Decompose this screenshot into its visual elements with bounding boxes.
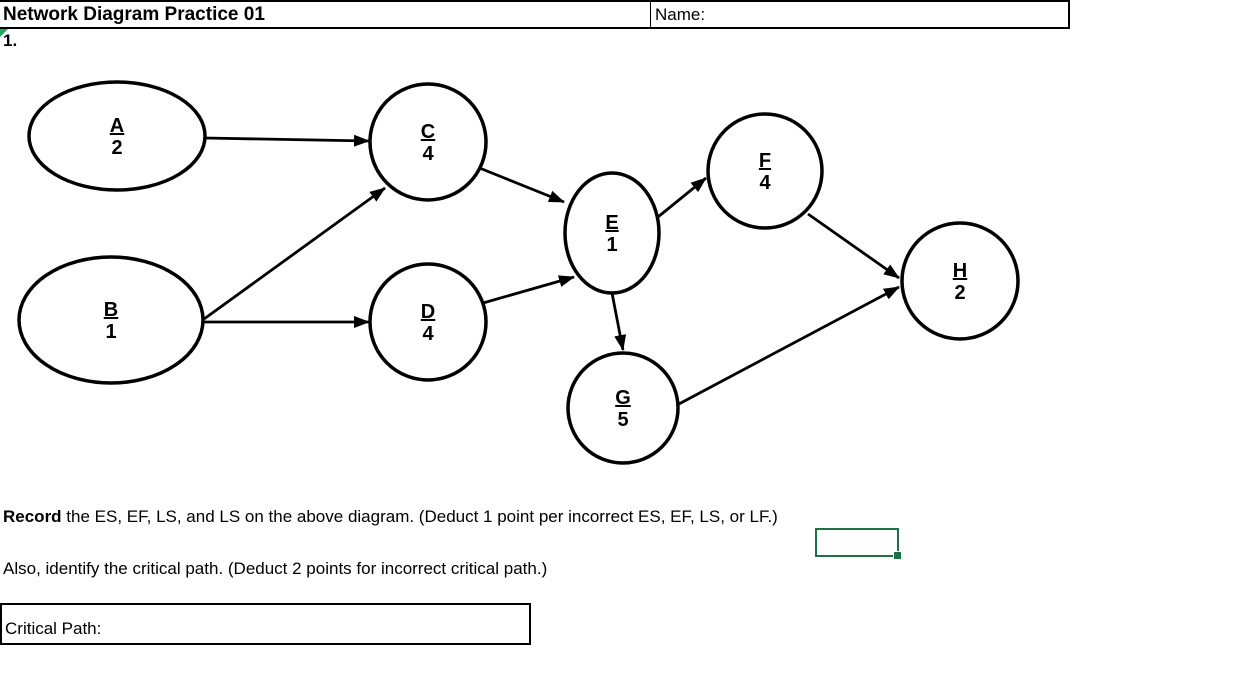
node-C-letter: C — [421, 121, 435, 143]
edge-A-C[interactable] — [204, 134, 370, 147]
node-G-duration: 5 — [617, 409, 628, 431]
edge-E-G[interactable] — [610, 292, 627, 351]
node-E[interactable]: E1 — [563, 171, 661, 295]
critical-path-label: Critical Path: — [5, 619, 102, 638]
instruction-line-1-text: the ES, EF, LS, and LS on the above diag… — [61, 507, 778, 526]
edge-D-E[interactable] — [482, 275, 575, 305]
edge-G-H[interactable] — [676, 285, 900, 407]
page-title: Network Diagram Practice 01 — [3, 3, 265, 25]
node-C[interactable]: C4 — [368, 82, 488, 202]
title-cell: Network Diagram Practice 01 — [0, 0, 650, 29]
edge-B-C[interactable] — [203, 186, 386, 321]
instruction-line-2: Also, identify the critical path. (Deduc… — [3, 559, 548, 578]
node-A-letter: A — [110, 115, 124, 137]
node-G-letter: G — [615, 387, 631, 409]
node-H-letter: H — [953, 260, 967, 282]
node-F[interactable]: F4 — [706, 112, 824, 230]
critical-path-cell[interactable]: Critical Path: — [0, 603, 531, 645]
instruction-line-1: Record the ES, EF, LS, and LS on the abo… — [3, 507, 778, 527]
node-E-duration: 1 — [606, 234, 617, 256]
edge-F-H[interactable] — [807, 212, 900, 280]
node-D-letter: D — [421, 301, 435, 323]
name-field-cell[interactable]: Name: — [650, 0, 1070, 29]
node-A[interactable]: A2 — [27, 80, 207, 192]
selected-cell[interactable] — [815, 528, 902, 560]
node-D-duration: 4 — [422, 323, 434, 345]
edge-C-E[interactable] — [476, 165, 565, 204]
node-A-duration: 2 — [111, 137, 122, 159]
instruction-bold-word: Record — [3, 507, 62, 526]
node-H[interactable]: H2 — [900, 221, 1020, 341]
node-G[interactable]: G5 — [566, 351, 680, 465]
node-E-letter: E — [605, 212, 618, 234]
node-D[interactable]: D4 — [368, 262, 488, 382]
node-H-duration: 2 — [954, 282, 965, 304]
edge-E-F[interactable] — [652, 176, 707, 223]
node-B-letter: B — [104, 299, 118, 321]
node-F-letter: F — [759, 150, 771, 172]
name-label: Name: — [655, 4, 706, 24]
fill-handle[interactable] — [893, 551, 902, 560]
node-B[interactable]: B1 — [17, 255, 205, 385]
node-F-duration: 4 — [759, 172, 771, 194]
node-C-duration: 4 — [422, 143, 434, 165]
node-B-duration: 1 — [105, 321, 116, 343]
cell-error-indicator-icon — [0, 29, 8, 37]
